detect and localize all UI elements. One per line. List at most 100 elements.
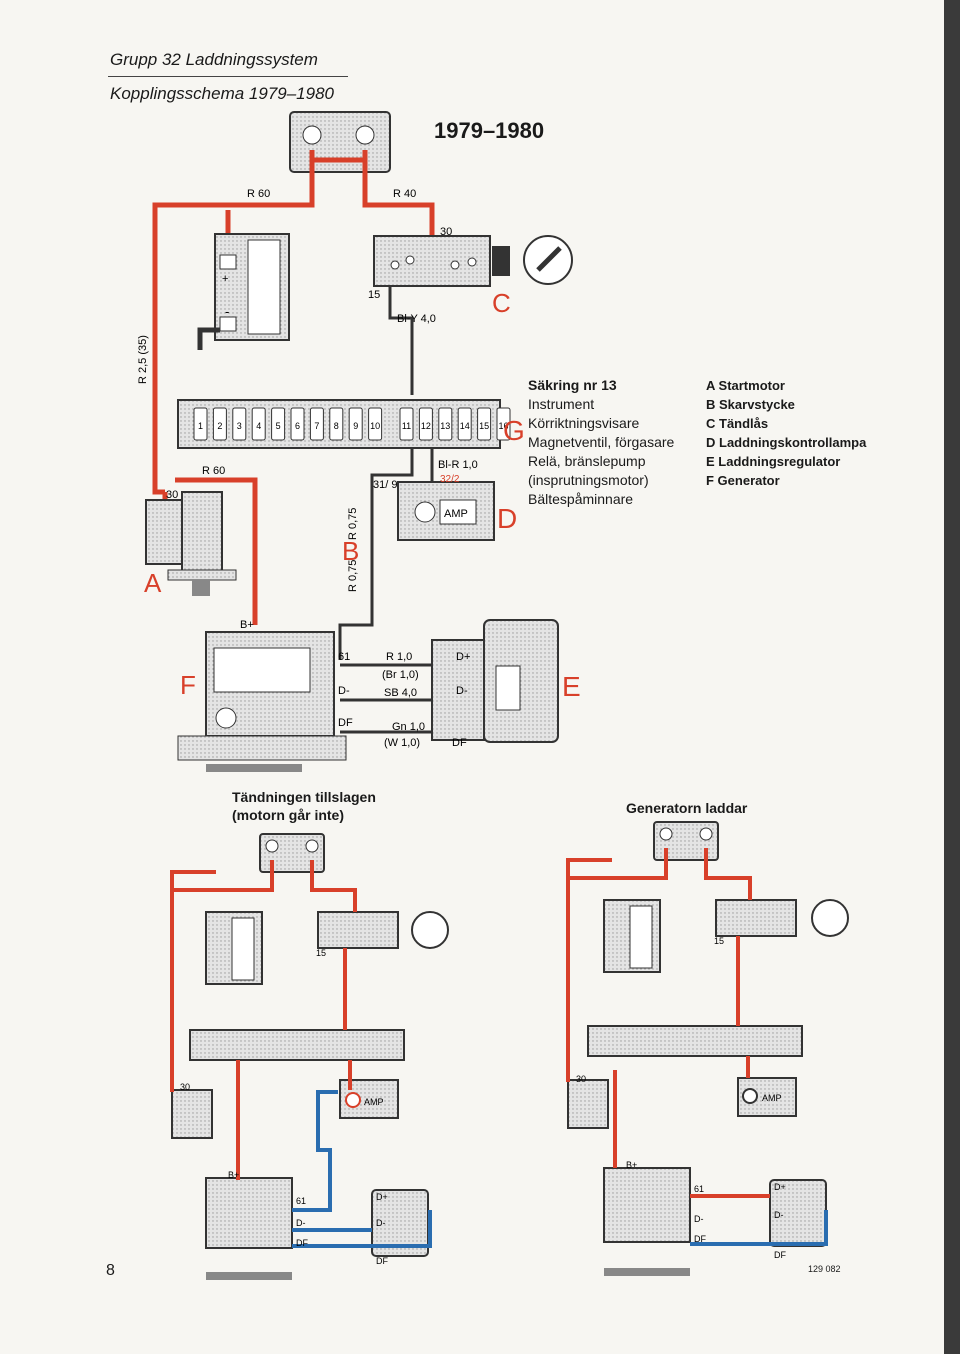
fuse-number: 9 — [353, 421, 358, 431]
fuse-number: 10 — [370, 421, 380, 431]
component-legend-item: E Laddningsregulator — [706, 454, 841, 469]
fuse-legend-item: (insprutningsmotor) — [528, 472, 649, 488]
fuse-number: 16 — [498, 421, 508, 431]
letter-e: E — [562, 671, 581, 702]
terminal-label-15-right: 15 — [714, 936, 724, 946]
wire-label-sb40: SB 4,0 — [384, 687, 417, 699]
terminal-label-dminus: D- — [338, 685, 350, 697]
fuse-number: 12 — [421, 421, 431, 431]
terminal-label-61-left: 61 — [296, 1196, 306, 1206]
fuse-legend-item: Körriktningsvisare — [528, 415, 640, 431]
fuse-legend-item: Bältespåminnare — [528, 491, 634, 507]
subtitle-ignition-on: Tändningen tillslagen (motorn går inte) — [232, 789, 376, 823]
wire-label-w10: (W 1,0) — [384, 737, 420, 749]
battery-plus: + — [222, 273, 228, 285]
fuse-number: 13 — [440, 421, 450, 431]
figure-reference: 129 082 — [808, 1264, 841, 1274]
ignition-switch — [373, 235, 573, 287]
terminal-label-bplus: B+ — [240, 619, 254, 631]
terminal-label-dminus-reg-right: D- — [774, 1210, 784, 1220]
fuse-number: 8 — [334, 421, 339, 431]
wire-label-blr10: Bl-R 1,0 — [438, 459, 478, 471]
fuse-number: 4 — [256, 421, 261, 431]
letter-c: C — [492, 288, 511, 318]
fuse-number: 3 — [237, 421, 242, 431]
wire-label-r075-a: R 0,75 — [347, 508, 359, 540]
letter-f: F — [180, 670, 196, 700]
terminal-label-dplus-reg-right: D+ — [774, 1182, 786, 1192]
fuse-slot — [399, 407, 414, 441]
ignition-key-dial-icon — [811, 899, 849, 937]
lamp-amp-small-left: AMP — [364, 1097, 384, 1107]
component-legend-item: D Laddningskontrollampa — [706, 435, 867, 450]
fuse-slot — [438, 407, 453, 441]
wire-lamp-to-generator — [338, 448, 414, 660]
terminal-label-61: 61 — [338, 651, 350, 663]
terminal-label-15: 15 — [368, 289, 380, 301]
header-rule — [108, 76, 348, 77]
wire-label-br10: (Br 1,0) — [382, 669, 419, 681]
wire-label-r25: R 2,5 (35) — [137, 335, 149, 384]
terminal-label-bplus-left: B+ — [228, 1170, 239, 1180]
terminal-label-dminus-right: D- — [694, 1214, 704, 1224]
fuse-legend-item: Relä, bränslepump — [528, 453, 646, 469]
terminal-label-df-reg-left: DF — [376, 1256, 388, 1266]
fuse-number: 14 — [460, 421, 470, 431]
terminal-label-dplus-reg-left: D+ — [376, 1192, 388, 1202]
fuse-slot — [251, 407, 266, 441]
year-title: 1979–1980 — [434, 118, 545, 143]
terminal-label-32-2: 32/2 — [440, 474, 460, 485]
terminal-label-dminus-left: D- — [296, 1218, 306, 1228]
wire-r60-to-generator — [175, 477, 258, 625]
fuse-number: 7 — [314, 421, 319, 431]
terminal-label-df-reg: DF — [452, 737, 467, 749]
component-legend-item: F Generator — [706, 473, 780, 488]
terminal-label-df-reg-right: DF — [774, 1250, 786, 1260]
wire-label-bly40: Bl-Y 4,0 — [397, 313, 436, 325]
terminal-label-df-right: DF — [694, 1234, 706, 1244]
fuse-legend-title: Säkring nr 13 — [528, 377, 617, 393]
diagram-charging — [566, 821, 849, 1276]
fuse-number: 1 — [198, 421, 203, 431]
fuse-legend-item: Instrument — [528, 396, 595, 412]
lamp-bulb-icon — [414, 501, 436, 523]
fuse-slot — [212, 407, 227, 441]
fuse-slot — [193, 407, 208, 441]
junction-block-top — [289, 111, 391, 173]
lamp-off-icon — [742, 1088, 758, 1104]
voltage-regulator — [431, 619, 559, 743]
component-legend: A Startmotor B Skarvstycke C Tändlås D L… — [706, 376, 866, 490]
fuse-slot — [496, 407, 511, 441]
fuse-slot — [348, 407, 363, 441]
wire-bly40 — [388, 286, 414, 395]
battery-minus: - — [225, 304, 229, 319]
terminal-label-bplus-right: B+ — [626, 1160, 637, 1170]
component-legend-item: C Tändlås — [706, 416, 769, 431]
diagram-subtitle: Kopplingsschema 1979–1980 — [110, 84, 335, 103]
component-legend-item: B Skarvstycke — [706, 397, 795, 412]
ignition-key-dial-icon — [411, 911, 449, 949]
terminal-label-df-left: DF — [296, 1238, 308, 1248]
fuse-legend-item: Magnetventil, förgasare — [528, 434, 675, 450]
wire-label-r60-top: R 60 — [247, 188, 270, 200]
fuse-number: 11 — [402, 421, 411, 431]
fuse-slot — [329, 407, 344, 441]
wire-label-r075-b: R 0,75 — [347, 560, 359, 592]
terminal-label-30-left: 30 — [180, 1082, 190, 1092]
fuse-slot — [477, 407, 492, 441]
terminal-label-dminus-reg-left: D- — [376, 1218, 386, 1228]
fuse-slot — [290, 407, 305, 441]
page-edge-shadow — [944, 0, 960, 1354]
wire-label-r60-left: R 60 — [202, 465, 225, 477]
battery — [197, 233, 290, 350]
terminal-label-61-right: 61 — [694, 1184, 704, 1194]
page-number: 8 — [106, 1262, 115, 1279]
wire-label-r10: R 1,0 — [386, 651, 412, 663]
wire-label-31-9: 31/ 9 — [373, 479, 397, 491]
lamp-amp-label: AMP — [444, 508, 468, 520]
generator — [177, 631, 347, 772]
letter-a: A — [144, 568, 162, 598]
fuse-slot — [368, 407, 383, 441]
